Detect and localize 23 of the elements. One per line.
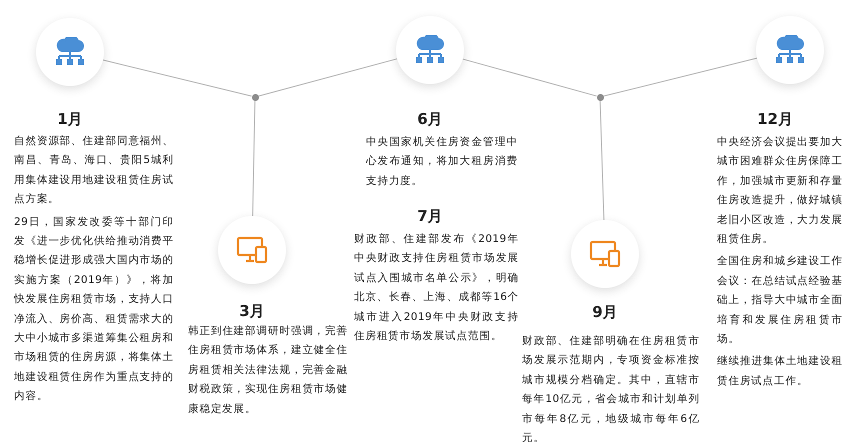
event-description: 韩正到住建部调研时强调，完善住房租赁市场体系，建立健全住房租赁相关法律法规，完善金融财税政策，实现住房租赁市场健康稳定发展。 bbox=[188, 324, 348, 417]
timeline-line bbox=[462, 58, 598, 97]
month-heading: 1月 bbox=[57, 110, 83, 129]
timeline-line bbox=[258, 58, 398, 97]
timeline-line bbox=[600, 100, 604, 221]
event-description: 中央经济会议提出要加大城市困难群众住房保障工作，加强城市更新和存量住房改造提升，做好城镇老旧小区改造，大力发展租赁住房。 bbox=[717, 135, 843, 248]
event-description: 中央国家机关住房资金管理中心发布通知，将加大租房消费支持力度。 bbox=[366, 135, 518, 189]
event-description: 自然资源部、住建部同意福州、南昌、青岛、海口、贵阳5城利用集体建设用地建设租赁住房试点方案。 bbox=[14, 134, 174, 208]
timeline-line bbox=[602, 58, 758, 97]
timeline-line bbox=[252, 100, 256, 216]
event-description: 财政部、住建部发布《2019年中央财政支持住房租赁市场发展试点入围城市名单公示》，明确北京、长春、上海、成都等16个城市进入2019年中央财政支持住房租赁市场发展试点范围。 bbox=[354, 232, 519, 344]
month-heading: 7月 bbox=[417, 207, 443, 226]
month-heading: 3月 bbox=[239, 302, 265, 321]
event-description: 29日，国家发改委等十部门印发《进一步优化供给推动消费平稳增长促进形成强大国内市场的实施方案（2019年）》，将加快发展住房租赁市场，支持人口净流入、房价高、租赁需求大的大中小城市多渠道筹集公租房和市场租赁的住房房源，将集体土地建设租赁住房作为重点支持的内容。 bbox=[14, 214, 174, 404]
month-heading: 9月 bbox=[592, 303, 618, 322]
event-description: 全国住房和城乡建设工作会议：在总结试点经验基础上，指导大中城市全面培育和发展住房租赁市场。 bbox=[717, 254, 843, 348]
event-description: 继续推进集体土地建设租赁住房试点工作。 bbox=[717, 354, 843, 389]
month-heading: 12月 bbox=[757, 110, 793, 129]
timeline-dot bbox=[596, 94, 604, 100]
event-description: 财政部、住建部明确在住房租赁市场发展示范期内，专项资金标准按城市规模分档确定。其中，直辖市每年10亿元，省会城市和计划单列市每年8亿元，地级城市每年6亿元。 bbox=[522, 334, 700, 442]
month-heading: 6月 bbox=[417, 110, 443, 129]
timeline-line bbox=[102, 60, 252, 97]
timeline-dot bbox=[252, 94, 258, 100]
